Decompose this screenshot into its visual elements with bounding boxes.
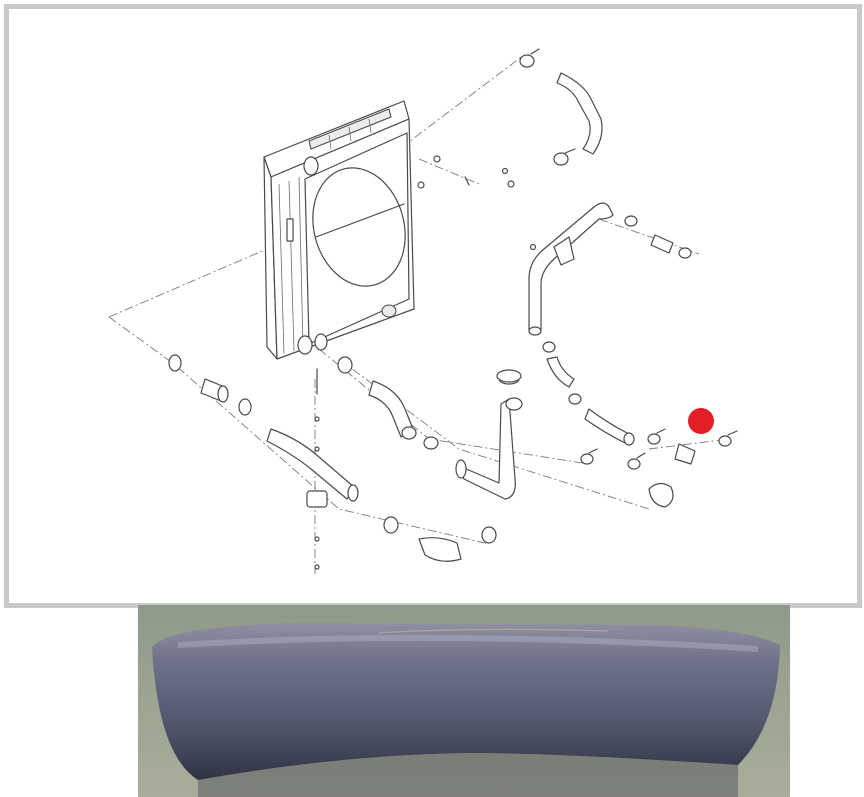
hose-photo-image [138,605,790,797]
hose-body [152,623,780,780]
highlight-marker [688,408,714,434]
assembly-guide-lines [108,54,730,574]
radiator-hose-assembly-drawing [108,48,738,574]
fasteners [306,155,537,570]
radiator-unit [263,100,415,360]
part-photo [138,605,790,797]
center-pipe-group [455,373,523,500]
exploded-parts-diagram [4,4,862,608]
upper-hose-group [519,48,603,166]
lower-left-hose-group [168,354,522,562]
metal-pipe-group [528,202,738,508]
